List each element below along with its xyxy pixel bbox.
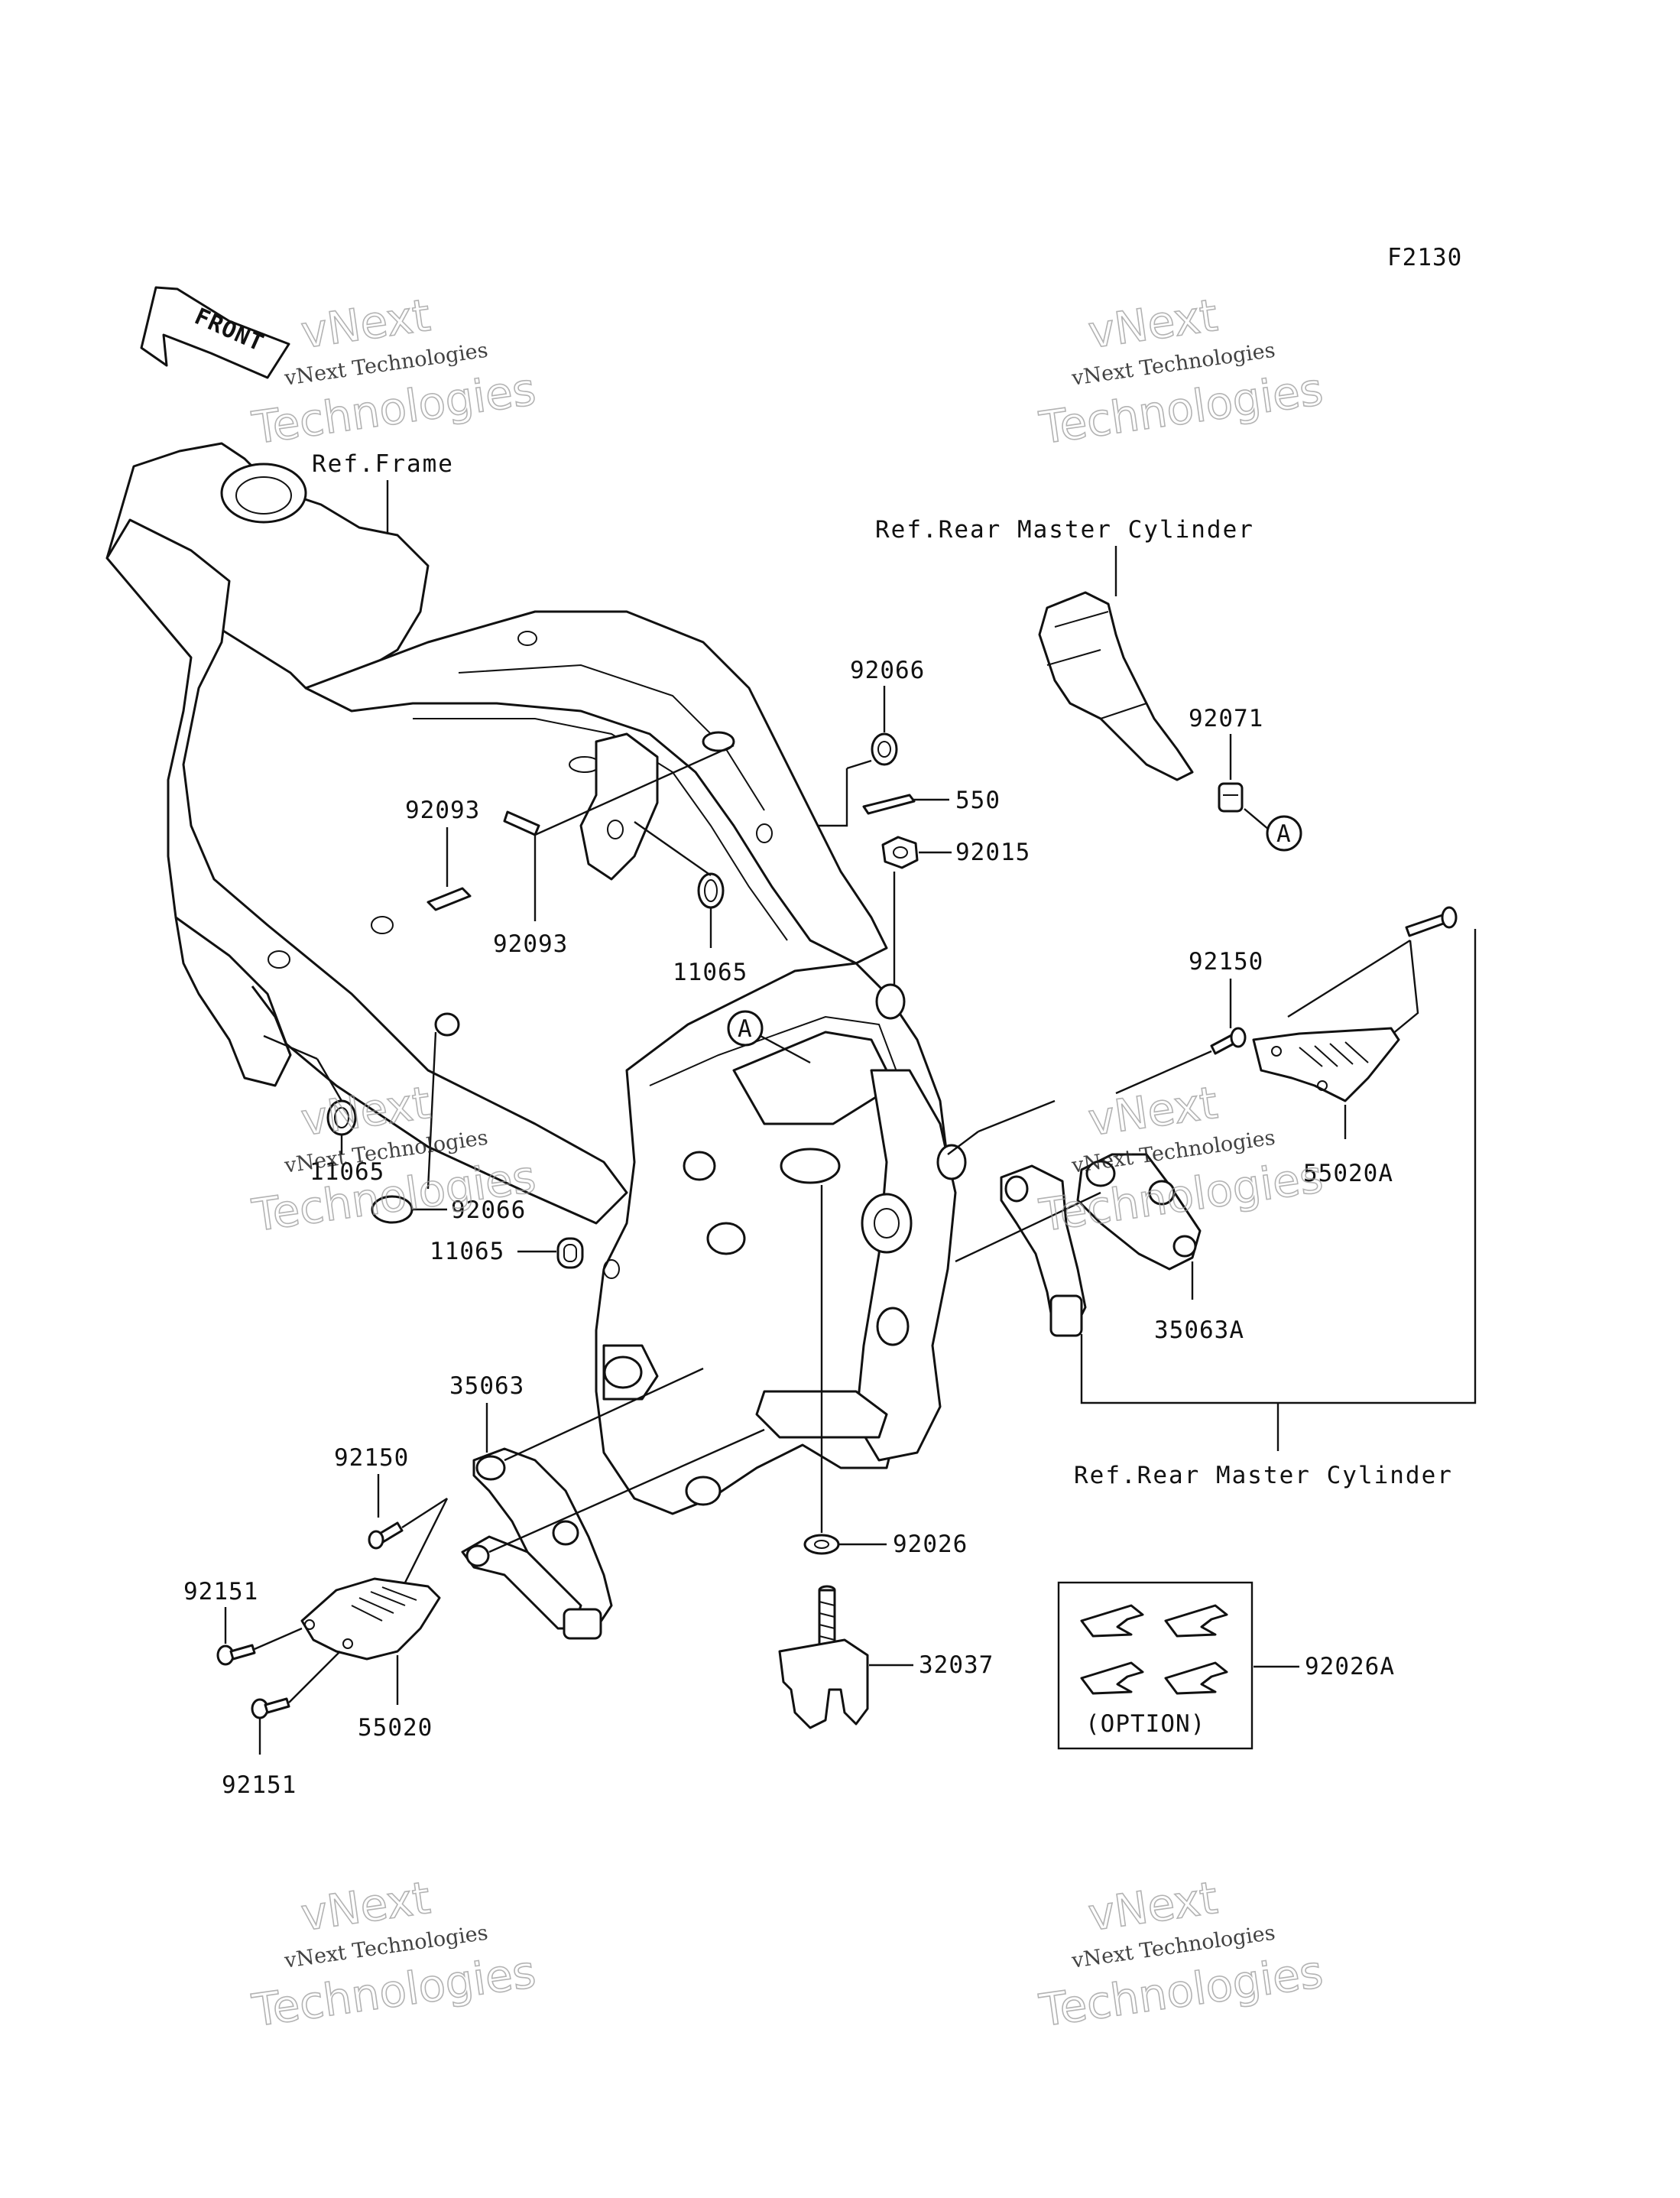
grommet-icon	[871, 732, 898, 766]
part-550: 550	[955, 787, 1001, 814]
callout-a-right: A	[1266, 815, 1302, 852]
watermark-top-right: vNext vNext Technologies Technologies	[1036, 288, 1327, 455]
svg-text:A: A	[1276, 820, 1292, 848]
footpeg-bracket-icon	[461, 1447, 613, 1640]
washer-icon	[803, 1534, 840, 1555]
part-32037: 32037	[919, 1651, 994, 1679]
watermark-top-left: vNext vNext Technologies Technologies	[248, 288, 540, 455]
front-arrow-icon: FRONT	[140, 286, 290, 379]
grommet-oval-icon	[556, 1237, 584, 1269]
bolt-icon	[1405, 906, 1458, 937]
part-11065-lower: 11065	[430, 1238, 504, 1265]
option-label: (OPTION)	[1085, 1710, 1205, 1738]
nut-icon	[881, 836, 919, 869]
part-92066-top: 92066	[850, 657, 925, 684]
part-55020: 55020	[358, 1714, 433, 1742]
pad-icon	[503, 810, 540, 836]
ref-frame-label: Ref.Frame	[312, 450, 454, 478]
part-11065-left: 11065	[310, 1158, 384, 1186]
part-92066-left: 92066	[451, 1196, 526, 1224]
part-92151-bottom: 92151	[222, 1771, 297, 1799]
screw-icon	[216, 1644, 256, 1666]
part-92151-top: 92151	[183, 1578, 258, 1605]
screw-icon	[251, 1697, 290, 1719]
part-92150-right: 92150	[1189, 948, 1263, 976]
part-55020A: 55020A	[1303, 1160, 1393, 1187]
heel-plate-icon	[300, 1577, 441, 1661]
footpeg-bracket-icon	[1000, 1153, 1202, 1337]
ref-rear-master-cylinder-bottom: Ref.Rear Master Cylinder	[1074, 1462, 1453, 1489]
part-92150-left: 92150	[334, 1444, 409, 1472]
frame-illustration	[105, 442, 967, 1515]
shim-icon	[1080, 1604, 1228, 1695]
watermark-bottom-left: vNext vNext Technologies Technologies	[248, 1871, 540, 2037]
master-cylinder-reservoir-icon	[1038, 591, 1194, 781]
plug-icon	[434, 1012, 460, 1037]
part-92026A: 92026A	[1305, 1653, 1395, 1680]
bolt-icon	[368, 1521, 404, 1550]
grommet-oval-icon	[697, 872, 725, 909]
cap-round-icon	[371, 1195, 414, 1224]
callout-a-frame: A	[727, 1010, 764, 1047]
pad-icon	[426, 887, 472, 911]
watermark-mid-right: vNext vNext Technologies Technologies	[1036, 1076, 1327, 1242]
figure-code: F2130	[1387, 244, 1462, 271]
option-box	[1057, 1581, 1254, 1750]
part-92071: 92071	[1189, 705, 1263, 732]
part-92026: 92026	[893, 1531, 968, 1558]
part-92015: 92015	[955, 839, 1030, 866]
ref-rear-master-cylinder-top: Ref.Rear Master Cylinder	[875, 516, 1254, 544]
bolt-icon	[1210, 1027, 1247, 1055]
part-35063A: 35063A	[1154, 1317, 1244, 1344]
part-92093-left: 92093	[405, 797, 480, 824]
svg-text:A: A	[738, 1015, 753, 1043]
clip-icon	[862, 794, 916, 815]
part-35063: 35063	[449, 1372, 524, 1400]
heel-plate-icon	[1252, 1027, 1400, 1102]
watermark-bottom-right: vNext vNext Technologies Technologies	[1036, 1871, 1327, 2037]
adjuster-bolt-icon	[778, 1585, 869, 1729]
part-92093-center: 92093	[493, 930, 568, 958]
cap-icon	[1218, 782, 1244, 813]
part-11065-center: 11065	[673, 959, 748, 986]
